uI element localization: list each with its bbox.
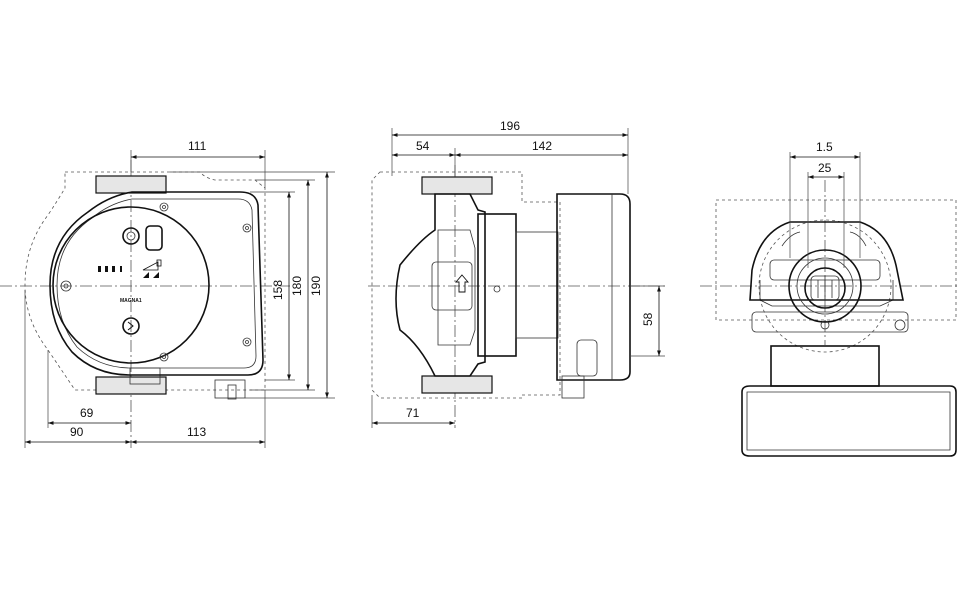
brand-label: MAGNA1 [120, 298, 142, 304]
dim-front-113: 113 [187, 425, 206, 439]
dim-front-180: 180 [290, 276, 304, 296]
cable-gland [214, 379, 246, 399]
front-pump-body [49, 191, 264, 376]
dim-side-58: 58 [641, 312, 655, 326]
dim-side-196: 196 [500, 119, 520, 133]
dim-front-111: 111 [188, 139, 207, 153]
display-window [145, 225, 163, 251]
end-port-outer [788, 249, 862, 323]
end-control-box [741, 385, 957, 457]
dim-front-190: 190 [309, 276, 323, 296]
side-control-box [556, 193, 631, 381]
side-envelope [371, 171, 561, 399]
dim-side-142: 142 [532, 139, 552, 153]
side-cable-gland [561, 375, 585, 399]
indicator-leds [98, 259, 162, 278]
dim-front-69: 69 [80, 406, 94, 420]
front-bottom-flange [95, 376, 167, 395]
end-view: 1.5 25 [700, 140, 960, 457]
dim-front-90: 90 [70, 425, 84, 439]
screws [60, 202, 252, 362]
dim-side-71: 71 [406, 406, 420, 420]
side-view: 196 54 142 58 71 [368, 119, 665, 428]
control-panel [52, 206, 210, 364]
side-motor-housing [477, 213, 517, 357]
front-view: MAGNA1 111 158 180 190 69 90 113 [0, 139, 335, 448]
dim-end-25: 25 [818, 161, 832, 175]
side-volute [395, 193, 486, 377]
dim-front-158: 158 [271, 280, 285, 300]
dim-end-1-5: 1.5 [816, 140, 833, 154]
end-volute [749, 221, 904, 301]
setting-button-icon [122, 227, 140, 245]
end-flange-base [751, 311, 909, 333]
dim-side-54: 54 [416, 139, 430, 153]
mode-button-icon [122, 317, 140, 335]
front-envelope [24, 171, 266, 391]
front-top-flange [95, 175, 167, 194]
end-port-inner [804, 267, 846, 309]
side-bottom-flange [421, 375, 493, 394]
side-top-flange [421, 176, 493, 195]
